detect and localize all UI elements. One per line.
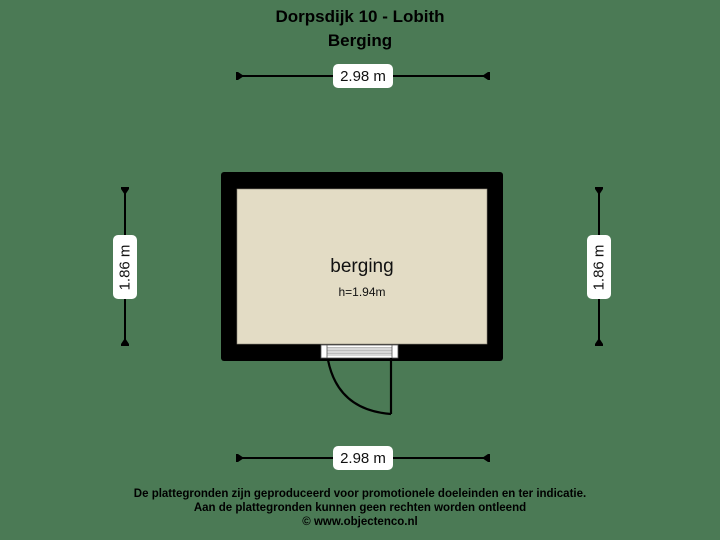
dimension-label-left: 1.86 m xyxy=(113,235,137,299)
dimension-value: 2.98 m xyxy=(340,449,386,467)
plan-subtitle: Berging xyxy=(327,31,393,50)
room-floor xyxy=(236,188,488,345)
dimension-label-top: 2.98 m xyxy=(333,64,393,88)
disclaimer-line-2: Aan de plattegronden kunnen geen rechten… xyxy=(193,502,527,514)
plan-title: Dorpsdijk 10 - Lobith xyxy=(275,7,445,26)
dimension-label-bottom: 2.98 m xyxy=(333,446,393,470)
room-label: berging xyxy=(330,256,394,277)
door-swing-icon xyxy=(320,344,399,416)
dimension-value: 1.86 m xyxy=(590,244,608,290)
dimension-value: 1.86 m xyxy=(116,244,134,290)
disclaimer-line-1: De plattegronden zijn geproduceerd voor … xyxy=(133,488,587,500)
copyright-line: © www.objectenco.nl xyxy=(302,516,418,528)
room-height-label: h=1.94m xyxy=(338,285,386,299)
dimension-value: 2.98 m xyxy=(340,67,386,85)
dimension-label-right: 1.86 m xyxy=(587,235,611,299)
